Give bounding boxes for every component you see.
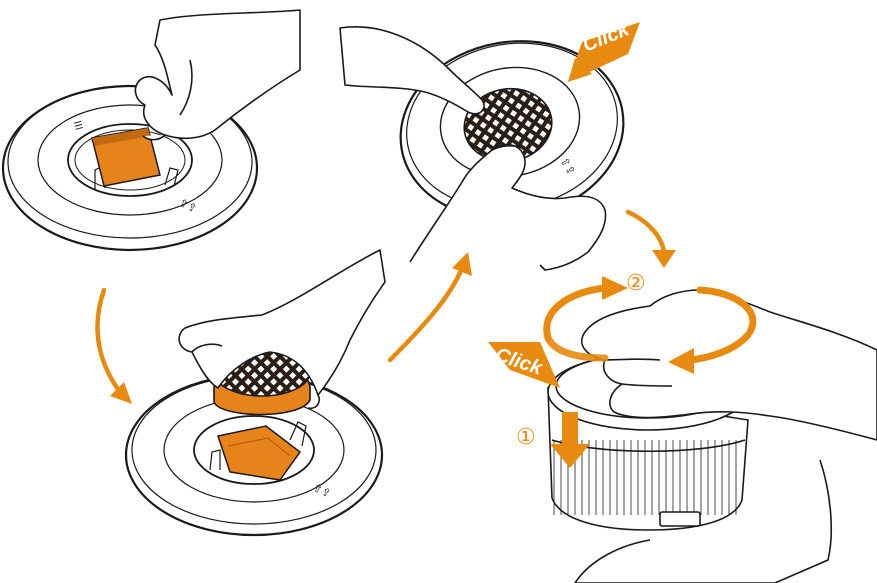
rotate-arrows-icon bbox=[543, 276, 757, 374]
click-badge-bottom: Click bbox=[488, 342, 560, 388]
carbon-sachet-placed bbox=[217, 425, 302, 481]
svg-text:⇧⇪: ⇧⇪ bbox=[177, 197, 199, 216]
step-place-mesh-filter: ⇧⇪ bbox=[124, 249, 386, 537]
step-one-marker: ① bbox=[516, 425, 536, 450]
click-badge-top: Click bbox=[568, 18, 640, 82]
flow-arrow-b-to-c bbox=[387, 252, 472, 363]
svg-text:⇧⇪: ⇧⇪ bbox=[311, 482, 333, 501]
flow-arrow-c-to-d bbox=[625, 209, 676, 268]
step-press-filter-click: ⇧⇪ Click bbox=[339, 18, 640, 271]
hand-pressing-lid bbox=[339, 26, 607, 271]
svg-text:⇧⇪: ⇧⇪ bbox=[557, 156, 577, 178]
step-insert-sachet: ⇧⇪ ☰ bbox=[1, 9, 301, 252]
hand-holding-sachet bbox=[134, 9, 301, 141]
step-two-marker: ② bbox=[626, 271, 646, 296]
flow-arrow-a-to-b bbox=[95, 287, 132, 404]
hand-placing-filter bbox=[178, 249, 386, 410]
curved-arrow-icon bbox=[95, 209, 676, 404]
carbon-sachet bbox=[91, 127, 161, 187]
down-arrow-icon bbox=[550, 412, 590, 468]
step-attach-to-unit: ② Click ① bbox=[488, 271, 877, 583]
svg-text:☰: ☰ bbox=[73, 120, 85, 133]
